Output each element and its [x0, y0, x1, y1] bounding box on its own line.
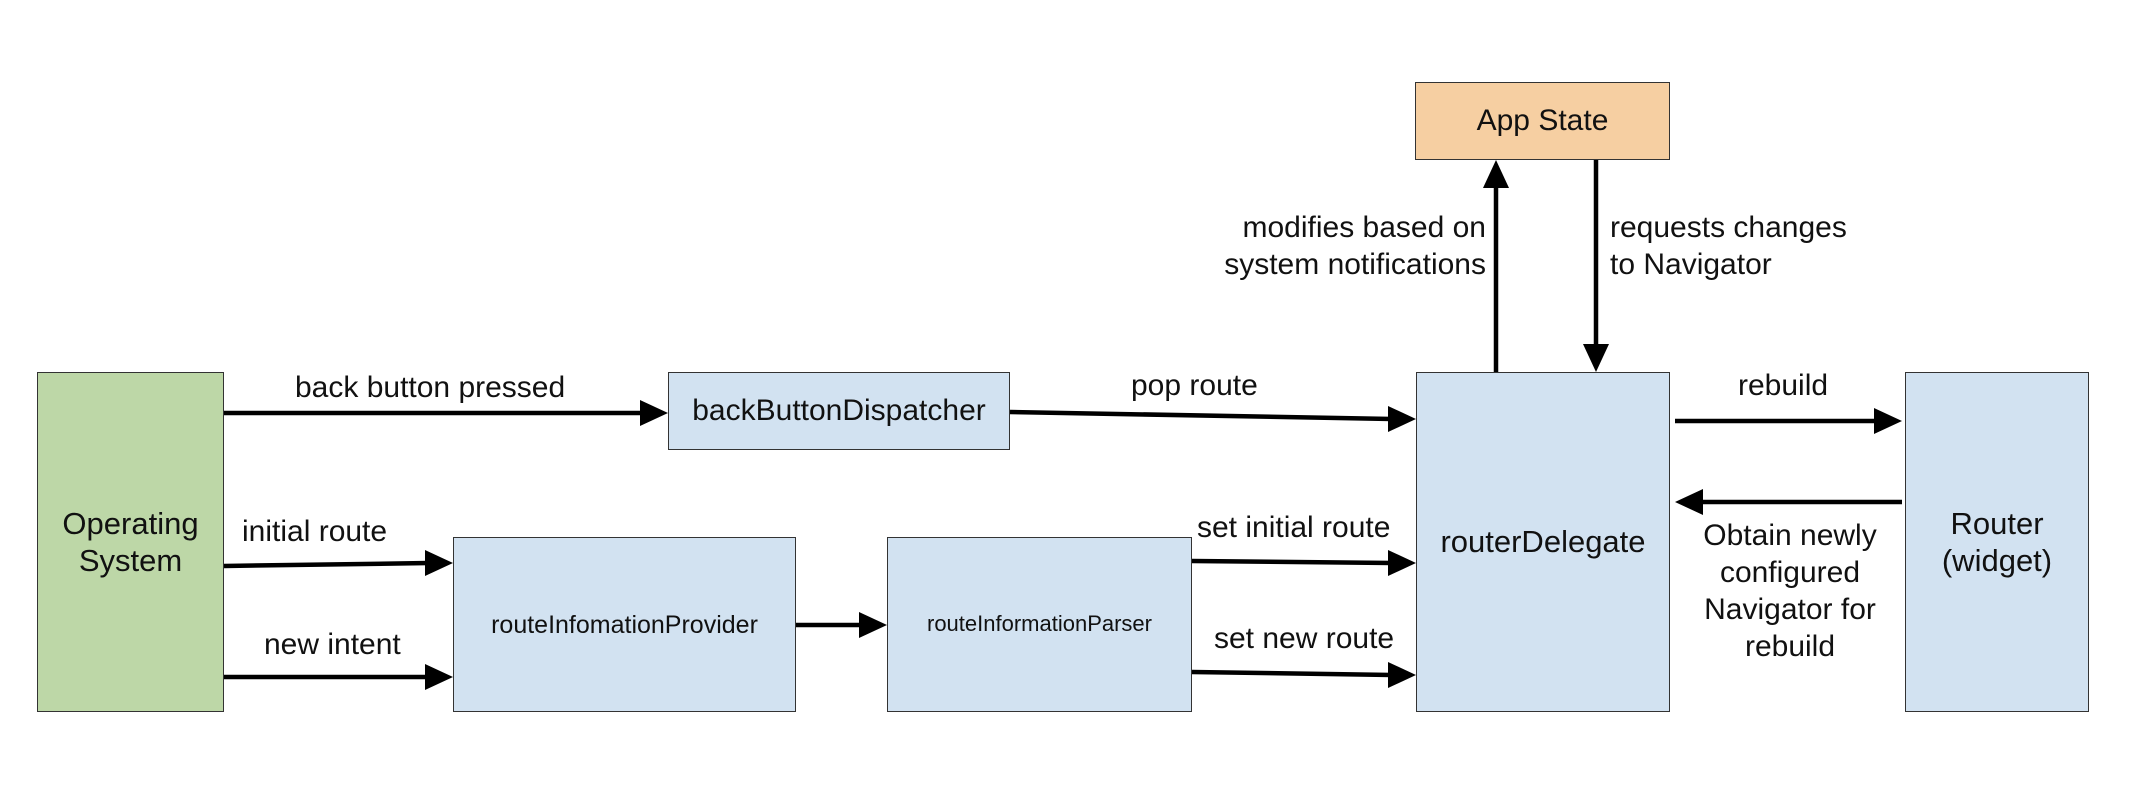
arrowhead [640, 400, 668, 426]
app-state-label: App State [1476, 104, 1609, 137]
arrowhead [1483, 160, 1509, 188]
arrowhead [1388, 662, 1416, 688]
label-requests: requests changes to Navigator [1610, 211, 1847, 281]
router-delegate-label: routerDelegate [1440, 524, 1646, 560]
operating-system-node: Operating System [37, 372, 224, 712]
arrow-set-initial-route [1191, 558, 1393, 566]
route-information-provider-node: routeInfomationProvider [453, 537, 796, 712]
arrowhead [1874, 408, 1902, 434]
router-delegate-node: routerDelegate [1416, 372, 1670, 712]
arrowhead [425, 550, 453, 576]
arrowhead [1388, 550, 1416, 576]
label-set-new-route: set new route [1214, 622, 1395, 655]
app-state-node: App State [1415, 82, 1670, 160]
back-button-dispatcher-label: backButtonDispatcher [692, 394, 986, 427]
operating-system-label: Operating System [62, 505, 199, 578]
arrowhead [425, 664, 453, 690]
arrowhead [1388, 406, 1416, 432]
route-information-provider-label: routeInfomationProvider [491, 610, 758, 639]
arrow-set-new-route [1191, 669, 1393, 678]
label-obtain-navigator: Obtain newly configured Navigator for re… [1703, 519, 1877, 663]
arrowhead [859, 612, 887, 638]
arrow-pop-route [1009, 409, 1393, 422]
arrowhead [1583, 344, 1609, 372]
route-information-parser-label: routeInformationParser [927, 611, 1152, 637]
label-modifies: modifies based on system notifications [1224, 211, 1486, 281]
router-widget-label: Router (widget) [1941, 505, 2053, 578]
arrow-initial-route [223, 560, 430, 569]
label-initial-route: initial route [242, 515, 388, 548]
label-pop-route: pop route [1131, 369, 1258, 402]
label-back-button-pressed: back button pressed [295, 371, 566, 404]
label-new-intent: new intent [264, 628, 401, 661]
label-rebuild: rebuild [1738, 369, 1829, 402]
route-information-parser-node: routeInformationParser [887, 537, 1192, 712]
arrowhead [1675, 489, 1703, 515]
router-widget-node: Router (widget) [1905, 372, 2089, 712]
label-set-initial-route: set initial route [1197, 511, 1391, 544]
back-button-dispatcher-node: backButtonDispatcher [668, 372, 1010, 450]
